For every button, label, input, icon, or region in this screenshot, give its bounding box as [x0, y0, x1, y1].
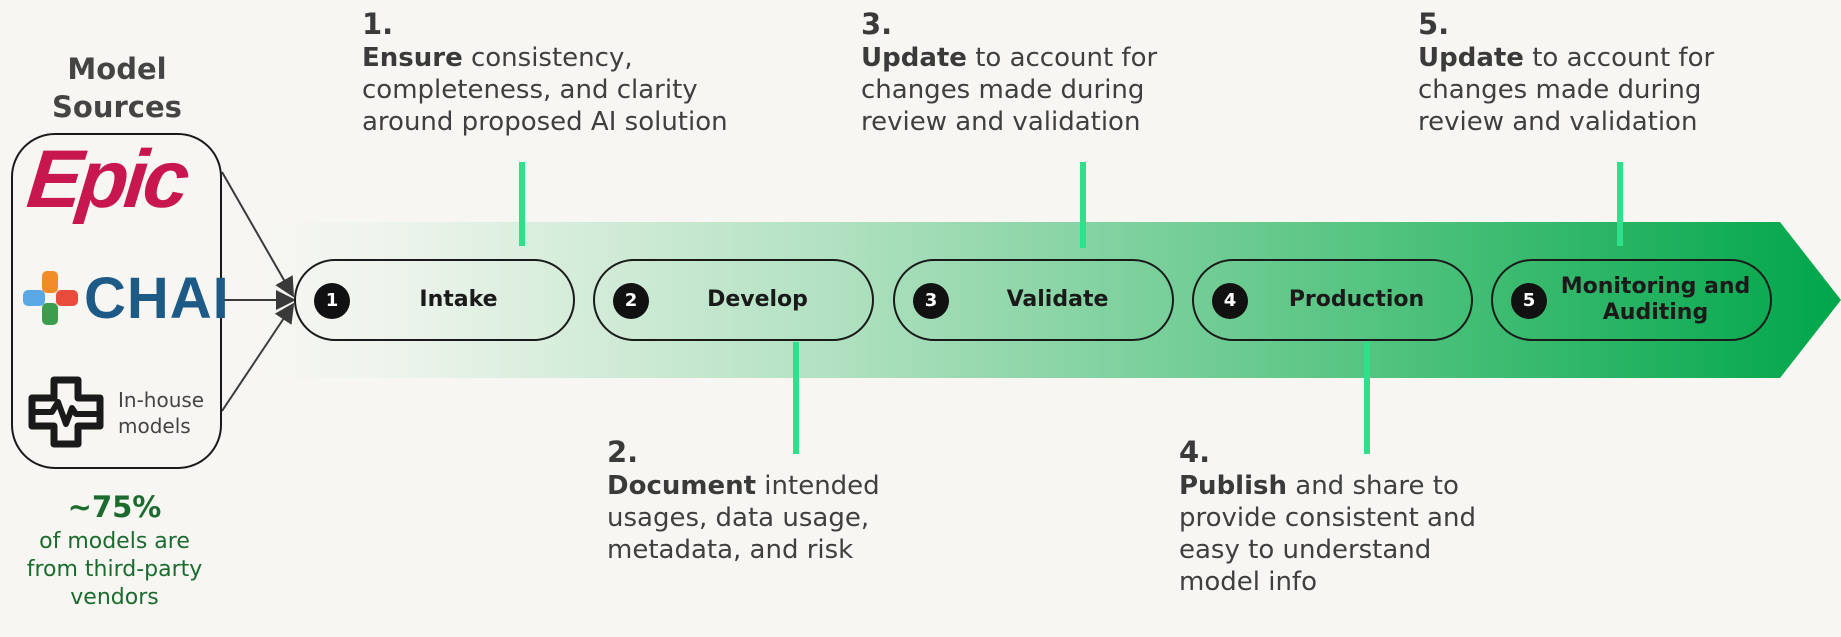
- step-label: Validate: [1006, 287, 1109, 312]
- step-number-badge: 3: [913, 283, 949, 319]
- inhouse-models-label: In-house models: [118, 388, 205, 438]
- step-number-badge: 2: [613, 283, 649, 319]
- connector-3: [1080, 162, 1086, 248]
- annotation-number: 1.: [362, 7, 394, 41]
- step-develop: 2 Develop: [593, 259, 874, 341]
- step-validate: 3 Validate: [893, 259, 1174, 341]
- step-label: Intake: [419, 287, 498, 312]
- step-monitoring-auditing: 5 Monitoring and Auditing: [1491, 259, 1772, 341]
- annotation-keyword: Document: [607, 471, 757, 501]
- annotation-text: intended usages, data usage, metadata, a…: [607, 471, 880, 565]
- annotation-1: 1. Ensure consistency, completeness, and…: [362, 6, 742, 138]
- annotation-keyword: Ensure: [362, 43, 463, 73]
- annotation-number: 4.: [1179, 435, 1211, 469]
- connector-5: [1617, 162, 1623, 246]
- annotation-text: to account for changes made during revie…: [1418, 43, 1715, 137]
- annotation-text: and share to provide consistent and easy…: [1179, 471, 1476, 597]
- connector-1: [519, 162, 525, 246]
- annotation-keyword: Update: [1418, 43, 1524, 73]
- third-party-stat-value: ~75%: [67, 490, 162, 524]
- source-arrow-inhouse: [221, 302, 295, 412]
- step-label: Monitoring and Auditing: [1560, 274, 1751, 325]
- annotation-2: 2. Document intended usages, data usage,…: [607, 434, 907, 566]
- annotation-number: 5.: [1418, 7, 1450, 41]
- annotation-keyword: Update: [861, 43, 967, 73]
- epic-logo: Epic: [23, 134, 191, 225]
- annotation-number: 3.: [861, 7, 893, 41]
- annotation-text: to account for changes made during revie…: [861, 43, 1158, 137]
- step-number-badge: 1: [314, 283, 350, 319]
- annotation-5: 5. Update to account for changes made du…: [1418, 6, 1738, 138]
- annotation-keyword: Publish: [1179, 471, 1287, 501]
- connector-2: [793, 342, 799, 454]
- third-party-stat-description: of models are from third-party vendors: [26, 529, 203, 610]
- step-production: 4 Production: [1192, 259, 1473, 341]
- sources-title: Model Sources: [52, 52, 182, 124]
- annotation-4: 4. Publish and share to provide consiste…: [1179, 434, 1509, 598]
- step-number-badge: 5: [1511, 283, 1547, 319]
- step-label: Production: [1288, 287, 1425, 312]
- inhouse-model-icon: [28, 376, 104, 448]
- annotation-number: 2.: [607, 435, 639, 469]
- annotation-text: consistency, completeness, and clarity a…: [362, 43, 728, 137]
- chai-logo: CHAI: [84, 266, 230, 331]
- step-intake: 1 Intake: [294, 259, 575, 341]
- chai-logo-icon: [23, 271, 78, 325]
- connector-4: [1364, 342, 1370, 454]
- step-label: Develop: [707, 287, 808, 312]
- source-arrow-epic: [221, 171, 294, 298]
- annotation-3: 3. Update to account for changes made du…: [861, 6, 1181, 138]
- step-number-badge: 4: [1212, 283, 1248, 319]
